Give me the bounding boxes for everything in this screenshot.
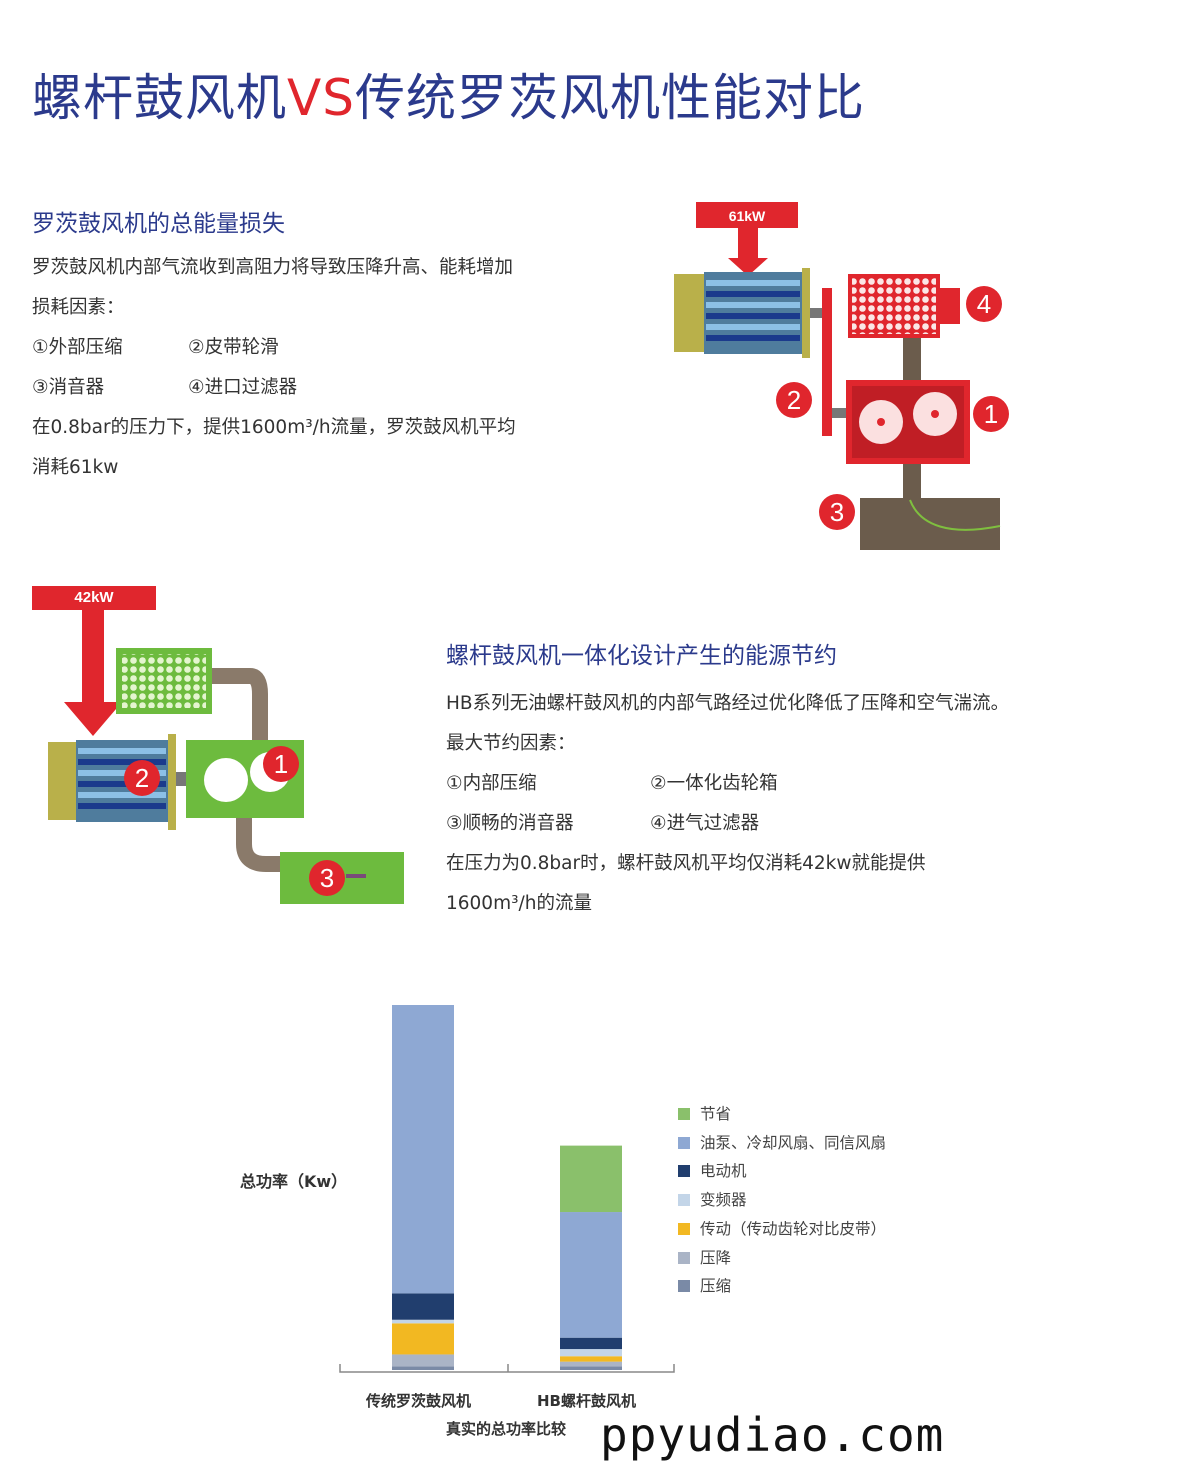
section2-body: HB系列无油螺杆鼓风机的内部气路经过优化降低了压降和空气湍流。 最大节约因素： … <box>446 684 1009 924</box>
section1-line2: 损耗因素： <box>32 297 125 318</box>
belt <box>822 288 832 436</box>
factor-item: ④进气过滤器 <box>650 813 760 834</box>
section2-line1: HB系列无油螺杆鼓风机的内部气路经过优化降低了压降和空气湍流。 <box>446 693 1010 714</box>
badge-2: 2 <box>124 760 160 796</box>
section1-heading: 罗茨鼓风机的总能量损失 <box>32 211 285 237</box>
stacked-bar-chart <box>339 1005 675 1373</box>
legend-swatch <box>678 1194 690 1207</box>
bar-segment <box>392 1366 454 1370</box>
screw-blower-diagram <box>32 586 404 904</box>
section1-factors-row2: ③消音器 ④进口过滤器 <box>32 368 516 408</box>
bar-segment <box>392 1319 454 1324</box>
badge-4: 4 <box>966 286 1002 322</box>
legend-item: 变频器 <box>678 1188 747 1210</box>
category-label: HB螺杆鼓风机 <box>537 1392 636 1410</box>
legend-label: 压缩 <box>700 1277 732 1296</box>
section2-heading: 螺杆鼓风机一体化设计产生的能源节约 <box>446 643 837 669</box>
power-arrow-head <box>64 702 122 736</box>
bar-segment <box>560 1361 622 1367</box>
legend-item: 节省 <box>678 1102 731 1124</box>
silencer <box>860 498 1000 550</box>
legend-swatch <box>678 1251 690 1264</box>
motor-housing <box>674 274 706 352</box>
bar-segment <box>560 1337 622 1350</box>
screw-power-label: 42kW <box>32 586 156 610</box>
section2-line5: 在压力为0.8bar时，螺杆鼓风机平均仅消耗42kw就能提供 <box>446 853 926 874</box>
section2-line6: 1600m³/h的流量 <box>446 893 592 914</box>
watermark: ppyudiao.com <box>600 1408 945 1462</box>
section1-factors-row1: ①外部压缩 ②皮带轮滑 <box>32 328 516 368</box>
section1-line6: 消耗61kw <box>32 457 119 478</box>
bar-segment <box>392 1005 454 1294</box>
factor-item: ②一体化齿轮箱 <box>650 773 778 794</box>
factor-item: ③顺畅的消音器 <box>446 813 574 834</box>
title-part2: 传统罗茨风机性能对比 <box>354 69 865 127</box>
motor-stripes <box>706 280 800 341</box>
section2-factors-row1: ①内部压缩 ②一体化齿轮箱 <box>446 764 1009 804</box>
roots-power-label: 61kW <box>696 204 798 228</box>
section1-line5: 在0.8bar的压力下，提供1600m³/h流量，罗茨鼓风机平均 <box>32 417 516 438</box>
legend-item: 油泵、冷却风扇、同信风扇 <box>678 1131 886 1153</box>
badge-2: 2 <box>776 382 812 418</box>
legend-swatch <box>678 1108 690 1120</box>
factor-item: ③消音器 <box>32 377 105 398</box>
legend-swatch <box>678 1222 690 1235</box>
bar-segment <box>392 1293 454 1320</box>
section2-line2: 最大节约因素： <box>446 733 576 754</box>
legend-swatch <box>678 1165 690 1178</box>
bar-segment <box>560 1356 622 1362</box>
section1-line1: 罗茨鼓风机内部气流收到高阻力将导致压降升高、能耗增加 <box>32 257 514 278</box>
page-title: 螺杆鼓风机VS传统罗茨风机性能对比 <box>32 58 865 130</box>
chart-ylabel: 总功率（Kw） <box>240 1172 348 1191</box>
legend-item: 压降 <box>678 1246 731 1268</box>
chart-title: 真实的总功率比较 <box>446 1420 567 1438</box>
section1-body: 罗茨鼓风机内部气流收到高阻力将导致压降升高、能耗增加 损耗因素： ①外部压缩 ②皮… <box>32 248 516 488</box>
power-arrow-head <box>728 258 768 276</box>
section2-factors-row2: ③顺畅的消音器 ④进气过滤器 <box>446 804 1009 844</box>
title-vs: VS <box>287 69 355 127</box>
badge-1: 1 <box>263 746 299 782</box>
pipe <box>903 338 921 380</box>
legend-label: 压降 <box>700 1248 732 1267</box>
title-part1: 螺杆鼓风机 <box>32 69 287 127</box>
legend-label: 变频器 <box>700 1191 747 1210</box>
legend-item: 传动（传动齿轮对比皮带） <box>678 1217 886 1239</box>
legend-item: 压缩 <box>678 1274 731 1296</box>
power-arrow-shaft <box>738 226 758 264</box>
category-label: 传统罗茨鼓风机 <box>366 1392 472 1410</box>
bar-segment <box>560 1212 622 1338</box>
factor-item: ②皮带轮滑 <box>188 337 279 358</box>
legend-label: 电动机 <box>700 1162 747 1181</box>
rotor-left <box>204 758 248 802</box>
legend-swatch <box>678 1136 690 1149</box>
bar-segment <box>560 1349 622 1357</box>
legend-label: 节省 <box>700 1105 732 1123</box>
power-arrow-shaft <box>82 610 104 706</box>
x-axis <box>339 1364 675 1373</box>
legend-label: 传动（传动齿轮对比皮带） <box>700 1219 887 1238</box>
badge-1: 1 <box>973 396 1009 432</box>
legend-label: 油泵、冷却风扇、同信风扇 <box>700 1133 887 1152</box>
bar-segment <box>560 1145 622 1213</box>
legend-item: 电动机 <box>678 1159 747 1181</box>
factor-item: ①内部压缩 <box>446 773 537 794</box>
bar-segment <box>392 1354 454 1367</box>
badge-3: 3 <box>309 860 345 896</box>
factor-item: ④进口过滤器 <box>188 377 298 398</box>
bar-segment <box>392 1323 454 1355</box>
badge-3: 3 <box>819 494 855 530</box>
factor-item: ①外部压缩 <box>32 337 123 358</box>
roots-blower-diagram <box>674 202 1001 550</box>
bar-segment <box>560 1366 622 1370</box>
legend-swatch <box>678 1280 690 1293</box>
motor-housing <box>48 742 78 820</box>
motor-stripes <box>78 748 166 809</box>
